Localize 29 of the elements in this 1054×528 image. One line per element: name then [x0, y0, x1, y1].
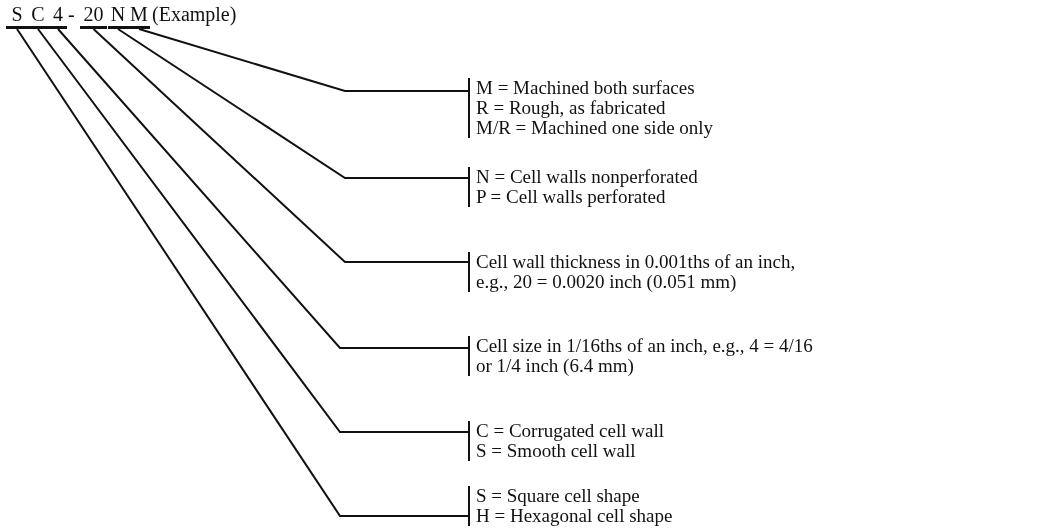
- code-letter: M: [128, 2, 150, 29]
- code-letter: 20: [80, 2, 107, 29]
- leader-line: [16, 28, 469, 517]
- separator-dash: -: [68, 2, 75, 26]
- code-description: N = Cell walls nonperforated: [476, 167, 698, 187]
- bracket: [468, 421, 664, 461]
- leader-line: [92, 28, 469, 263]
- code-description: Cell wall thickness in 0.001ths of an inch, e.g., 20 = 0.0020 inch (0.051 mm): [476, 252, 797, 292]
- leader-line: [117, 28, 469, 179]
- code-description: S = Square cell shape: [476, 486, 641, 506]
- code-letter: S: [6, 2, 28, 29]
- code-description: S = Smooth cell wall: [476, 441, 637, 461]
- bracket: [468, 78, 714, 138]
- code-description: Cell size in 1/16ths of an inch, e.g., 4 = 4/16 or 1/4 inch (6.4 mm): [476, 336, 814, 376]
- code-letter: 4: [49, 2, 67, 29]
- code-description: H = Hexagonal cell shape: [476, 506, 673, 526]
- code-letter: N: [108, 2, 128, 29]
- code-description: C = Corrugated cell wall: [476, 421, 664, 441]
- code-description: R = Rough, as fabricated: [476, 98, 667, 118]
- note-text: (Example): [152, 2, 237, 26]
- code-description: P = Cell walls perforated: [476, 187, 666, 207]
- bracket: [468, 167, 698, 207]
- code-letter: C: [27, 2, 49, 29]
- leader-line: [57, 28, 469, 349]
- code-description: M/R = Machined one side only: [476, 118, 714, 138]
- code-description: M = Machined both surfaces: [476, 78, 696, 98]
- leader-line: [138, 28, 469, 92]
- bracket: [468, 486, 673, 526]
- leader-line: [37, 28, 469, 433]
